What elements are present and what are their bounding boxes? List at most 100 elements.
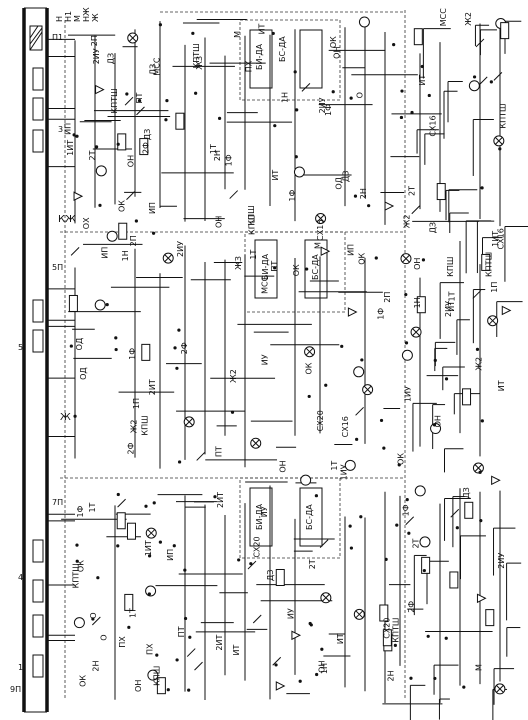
- component-label: О: [99, 634, 108, 640]
- module-block-1: [239, 19, 341, 101]
- junction-dot: [158, 23, 162, 27]
- junction-dot: [187, 688, 191, 692]
- component-label: ИУ: [260, 506, 269, 517]
- component-label: Ж2: [403, 215, 412, 229]
- junction-dot: [305, 267, 309, 271]
- label-terminal-1: 3: [58, 125, 63, 134]
- component-label: 2Ф: [180, 342, 189, 354]
- label-terminal-4: 1: [18, 663, 23, 672]
- junction-dot: [114, 347, 118, 352]
- component-label: О: [355, 92, 364, 98]
- junction-dot: [273, 124, 277, 128]
- signal-label: М: [73, 15, 82, 22]
- component-label: ОН: [332, 47, 341, 59]
- component-label: ОК: [76, 560, 85, 572]
- junction-dot: [393, 643, 397, 647]
- junction-dot: [367, 204, 371, 208]
- component-label: 1Ф: [224, 154, 233, 166]
- lamp: [414, 485, 426, 497]
- component-label: ИТ: [271, 170, 280, 181]
- component-label: ИУ: [260, 354, 269, 365]
- relay: [156, 677, 166, 695]
- component-label: 1П: [490, 282, 499, 293]
- component-label: Ж2: [130, 420, 139, 434]
- component-label: ИП: [148, 202, 157, 214]
- lamp: [419, 536, 431, 548]
- component-label: ОН: [214, 216, 223, 228]
- junction-dot: [175, 366, 179, 370]
- label-block-bs-3: БС-ДА: [305, 504, 314, 530]
- component-label: ОН: [317, 660, 326, 672]
- component-label: 2ИУ: [444, 301, 453, 317]
- component-label: ОК: [117, 200, 126, 212]
- relay: [275, 568, 285, 586]
- component-label: Ж2: [229, 369, 238, 383]
- relay: [421, 556, 431, 574]
- component-label: ПХ: [118, 636, 127, 648]
- component-label: ОН: [278, 460, 287, 472]
- label-track-1: П1: [52, 33, 63, 42]
- junction-dot: [359, 515, 363, 519]
- lamp-cross: [164, 254, 173, 262]
- component-label: 2Т: [411, 538, 420, 548]
- component-label: ДЗ: [107, 53, 116, 64]
- label-block-bi-1: БИ-ДА: [255, 43, 264, 70]
- junction-dot: [105, 303, 109, 307]
- component-label: ПТ: [215, 446, 224, 457]
- junction-dot: [480, 186, 484, 190]
- component-label: 1Н: [121, 250, 130, 261]
- junction-dot: [165, 99, 169, 103]
- component-label: СХ20: [383, 618, 392, 639]
- relay: [416, 296, 426, 314]
- component-label: ОН: [134, 680, 143, 692]
- rail-relays: [32, 67, 44, 678]
- contact: [301, 83, 311, 92]
- component-label: КПШ: [247, 215, 256, 235]
- component-label: ИТ: [497, 380, 506, 391]
- junction-dot: [155, 653, 159, 657]
- component-label: ОН: [127, 155, 136, 167]
- junction-dot: [404, 292, 408, 297]
- component-label: 2П: [383, 292, 392, 303]
- component-label: 1Н: [281, 92, 290, 103]
- junction-dot: [404, 341, 409, 345]
- junction-dot: [237, 558, 241, 562]
- component-label: ОН: [413, 258, 422, 270]
- junction-dot: [177, 460, 182, 464]
- junction-dot: [127, 625, 131, 629]
- label-block-bs-2: БС-ДА: [311, 254, 320, 280]
- junction-dot: [422, 568, 426, 573]
- component-label: М: [475, 664, 484, 671]
- components: [68, 16, 512, 695]
- module-block-3: [239, 477, 341, 559]
- relay: [436, 183, 446, 201]
- signal-label: Н: [55, 16, 64, 22]
- contact: [247, 560, 257, 570]
- component-label: ОН: [433, 415, 442, 427]
- junction-dot: [444, 636, 448, 640]
- lamp: [353, 366, 365, 378]
- relay: [139, 138, 149, 156]
- contact: [319, 539, 329, 549]
- component-label: СХ16: [316, 220, 325, 241]
- relay: [141, 343, 151, 361]
- component-label: Ж2: [475, 357, 484, 371]
- contact: [126, 191, 135, 200]
- junction-dot: [374, 256, 378, 260]
- component-label: ОД: [335, 177, 344, 190]
- component-label: 1Ф: [128, 348, 137, 360]
- junction-dot: [472, 75, 477, 79]
- lamp: [106, 230, 118, 242]
- component-label: 1Ф: [76, 505, 85, 517]
- contact: [91, 616, 101, 626]
- component-label: ИТ: [336, 633, 345, 644]
- junction-dot: [324, 383, 328, 387]
- lamp: [300, 474, 312, 486]
- component-label: 1Т: [330, 461, 339, 471]
- junction-dot: [116, 544, 120, 548]
- junction-dot: [183, 568, 187, 572]
- junction-dot: [271, 31, 275, 36]
- component-label: КПШ: [141, 415, 150, 435]
- component-label: КПТШ: [71, 563, 80, 588]
- label-direction-1: КЖ: [58, 214, 76, 225]
